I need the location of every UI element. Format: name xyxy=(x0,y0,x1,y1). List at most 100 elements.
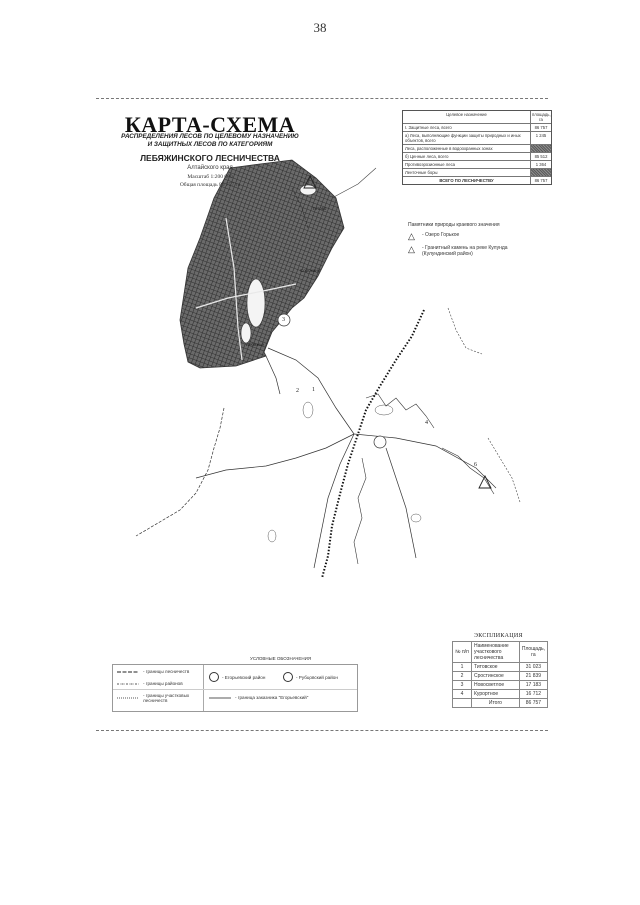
triangle-icon: △ xyxy=(408,244,415,254)
circle-two-icon xyxy=(283,672,293,682)
legend-item-label: - Егорьевский район xyxy=(222,674,266,680)
river xyxy=(441,447,495,495)
nature-legend-title: Памятники природы краевого значения xyxy=(408,222,500,228)
explication-header-name: Наименование участкового лесничества xyxy=(471,641,520,663)
explication-header-area: Площадь, га xyxy=(518,641,549,663)
explication-table: № п/п Наименование участкового лесничест… xyxy=(452,641,549,708)
categories-total-label: ВСЕГО ПО ЛЕСНИЧЕСТВУ xyxy=(403,177,531,184)
explication-row: 1 Титовское 31 023 xyxy=(452,662,549,672)
map-scale: Масштаб 1:200 000 xyxy=(187,174,233,180)
explication-row-name: Титовское xyxy=(471,662,520,672)
legend-item-label: - границы районов xyxy=(143,681,183,686)
map-subtitle-line1: РАСПРЕДЕЛЕНИЯ ЛЕСОВ ПО ЦЕЛЕВОМУ НАЗНАЧЕН… xyxy=(121,133,299,140)
district-border xyxy=(135,407,225,537)
lake xyxy=(374,404,394,416)
frame-top-line xyxy=(96,98,548,99)
categories-row-value: 85 512 xyxy=(534,154,548,159)
triangle-icon: △ xyxy=(408,231,415,241)
explication-row: 4 Курортное 16 712 xyxy=(452,689,549,699)
explication-row-area: 21 839 xyxy=(518,671,549,681)
explication-row-name: Новосветлое xyxy=(471,680,520,690)
district-border xyxy=(447,307,483,355)
forest-clearing xyxy=(195,283,297,309)
legend-item-label: - граница заказника "Егорьевский" xyxy=(235,695,309,700)
road xyxy=(267,347,355,435)
explication-total-area: 86 757 xyxy=(518,698,549,708)
legend-item-label: - Рубцовский район xyxy=(296,674,338,680)
explication-row-name: Курортное xyxy=(471,689,520,699)
legend-item: - Егорьевский район xyxy=(209,672,265,682)
categories-row-label: а) Леса, выполняющие функции защиты прир… xyxy=(403,132,531,144)
categories-row-value: 1 245 xyxy=(535,133,547,138)
legend-item-label: - границы участковых лесничеств xyxy=(143,693,190,703)
categories-row-value: 1 364 xyxy=(535,162,547,167)
categories-row: I. Защитные леса, всего 86 757 xyxy=(403,124,551,132)
categories-header-area: площадь, га xyxy=(532,112,551,122)
legend-divider xyxy=(203,665,204,711)
road xyxy=(313,433,355,569)
lake xyxy=(240,322,252,344)
explication-row: 2 Сростинское 21 839 xyxy=(452,671,549,681)
lake xyxy=(302,401,314,419)
categories-row-label: Ленточные боры xyxy=(403,169,531,176)
explication-row-no: 2 xyxy=(452,671,472,681)
map-title: КАРТА-СХЕМА xyxy=(124,112,296,137)
nature-legend-item-label: - Гранитный камень на реке Кулунда (Кулу… xyxy=(422,245,508,257)
nature-legend-item: △ - Озеро Горькое xyxy=(408,232,558,241)
explication-total-label: Итого xyxy=(471,698,520,708)
categories-row-swatch xyxy=(531,169,551,176)
categories-row-swatch xyxy=(531,145,551,152)
map-subtitle: РАСПРЕДЕЛЕНИЯ ЛЕСОВ ПО ЦЕЛЕВОМУ НАЗНАЧЕН… xyxy=(104,133,316,149)
categories-row: а) Леса, выполняющие функции защиты прир… xyxy=(403,132,551,145)
region-name: Алтайского края xyxy=(187,165,233,171)
explication-total-spacer xyxy=(452,698,472,708)
explication-row-name: Сростинское xyxy=(471,671,520,681)
nature-legend-item: △ - Гранитный камень на реке Кулунда (Ку… xyxy=(408,244,558,258)
legend-item-label: - границы лесничеств xyxy=(143,669,190,674)
categories-table: Целевое назначение площадь, га I. Защитн… xyxy=(402,110,552,185)
legend-divider xyxy=(113,689,357,690)
explication-row-area: 17 183 xyxy=(518,680,549,690)
explication-row: 3 Новосветлое 17 183 xyxy=(452,680,549,690)
frame-bottom-line xyxy=(96,730,548,731)
explication-row-no: 4 xyxy=(452,689,472,699)
site-label: 1 xyxy=(312,387,315,393)
conventional-signs-title: УСЛОВНЫЕ ОБОЗНАЧЕНИЯ xyxy=(250,656,312,661)
map-subtitle-line2: И ЗАЩИТНЫХ ЛЕСОВ ПО КАТЕГОРИЯМ xyxy=(147,141,273,148)
river xyxy=(365,393,435,429)
categories-row: Ленточные боры xyxy=(403,169,551,177)
forest-belt xyxy=(179,159,345,369)
lake xyxy=(410,513,422,523)
legend-item: - Рубцовский район xyxy=(283,672,338,682)
map-drawing xyxy=(135,159,521,579)
site-label: 6 xyxy=(474,462,477,468)
categories-row: Леса, расположенные в водоохранных зонах xyxy=(403,145,551,153)
explication-title: ЭКСПЛИКАЦИЯ xyxy=(474,633,523,639)
site-label: 2 xyxy=(296,388,299,394)
categories-row-label: Противоэрозионные леса xyxy=(403,161,531,168)
site-label: 3 xyxy=(282,317,285,323)
conventional-signs-legend: - границы лесничеств - границы районов -… xyxy=(112,664,358,712)
legend-item: - границы районов xyxy=(117,681,183,686)
categories-header-label: Целевое назначение xyxy=(403,111,531,123)
legend-item: - границы участковых лесничеств xyxy=(117,693,197,703)
explication-header-no: № п/п xyxy=(452,641,472,663)
forest-clearing xyxy=(225,217,243,361)
circle-one-icon xyxy=(209,672,219,682)
categories-row-total: ВСЕГО ПО ЛЕСНИЧЕСТВУ 86 757 xyxy=(403,177,551,184)
district-border xyxy=(487,437,521,503)
road xyxy=(265,355,281,395)
categories-row-label: Леса, расположенные в водоохранных зонах xyxy=(403,145,531,152)
district-circle xyxy=(373,435,387,449)
road xyxy=(195,433,355,479)
district-circle xyxy=(277,313,291,327)
categories-row-value: 86 757 xyxy=(534,125,548,130)
settlement-label: Титово xyxy=(312,206,327,211)
district-border xyxy=(291,187,309,229)
explication-row-no: 1 xyxy=(452,662,472,672)
legend-item: - границы лесничеств xyxy=(117,669,189,674)
page-number: 38 xyxy=(313,20,327,35)
road xyxy=(385,447,417,559)
reserve-boundary-symbol xyxy=(209,697,231,698)
explication-total-row: Итого 86 757 xyxy=(452,698,549,708)
